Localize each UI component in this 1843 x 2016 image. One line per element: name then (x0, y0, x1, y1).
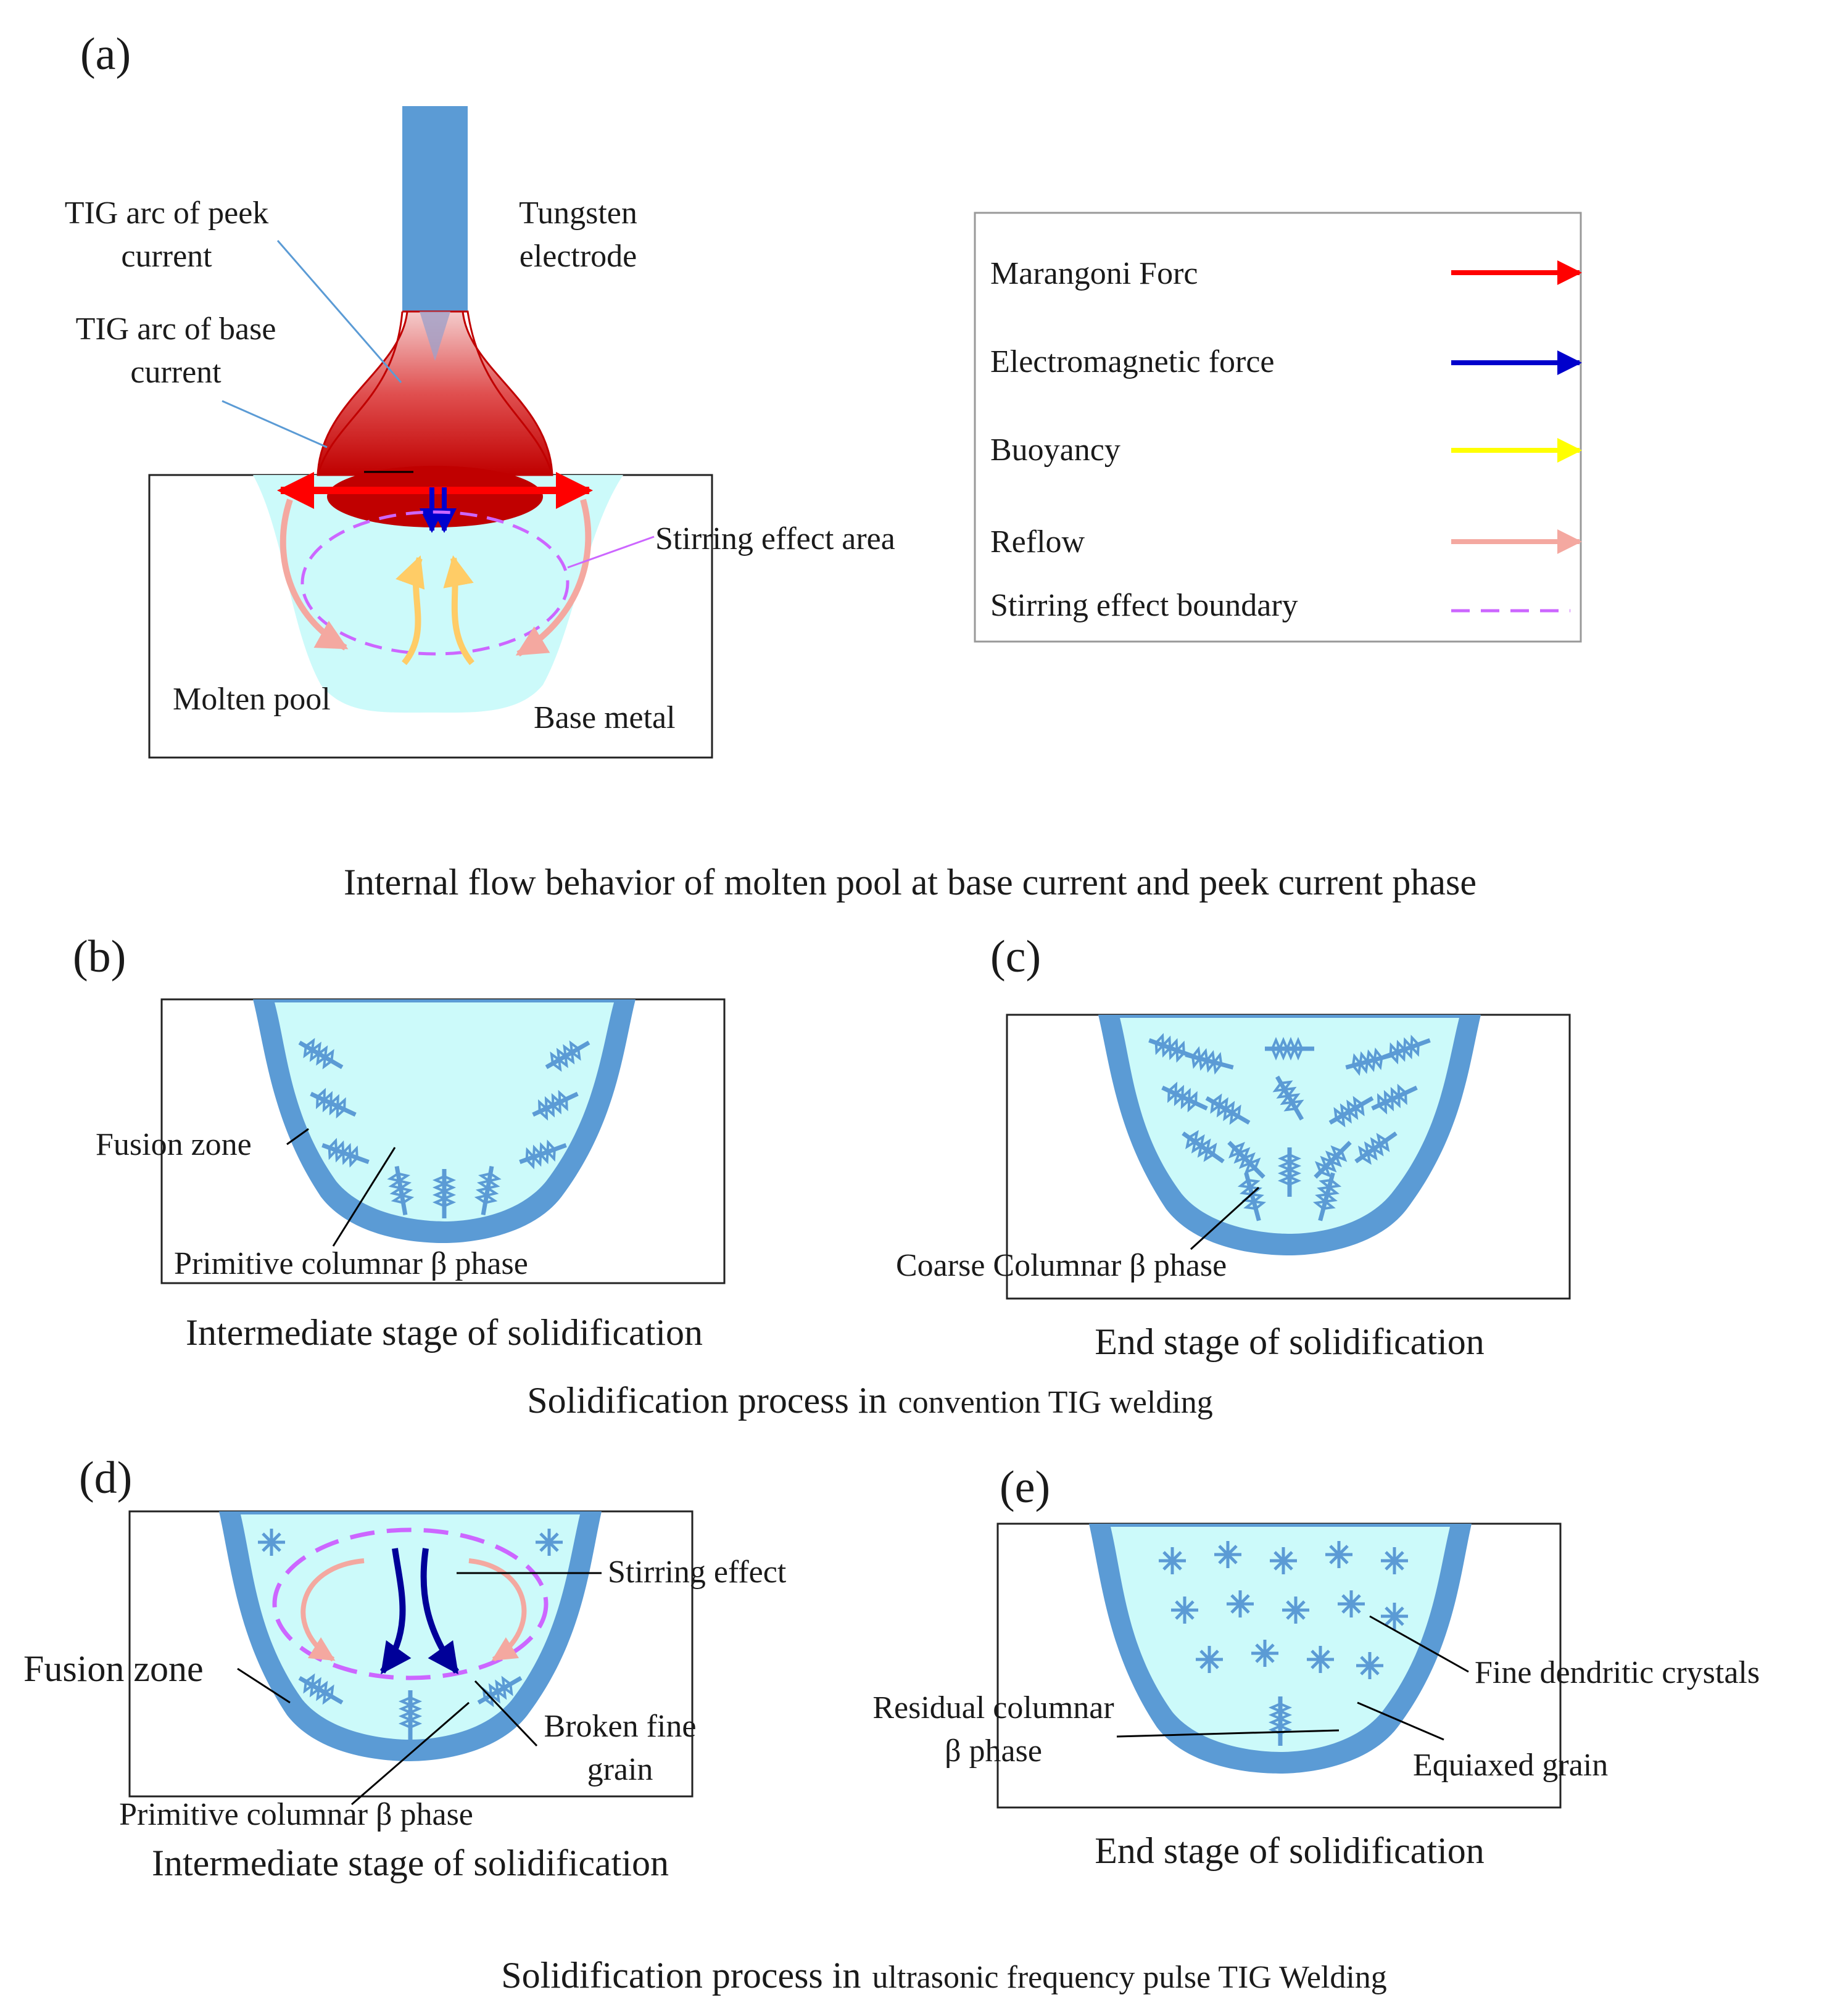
buoyancy-arrow-2 (443, 555, 474, 666)
panel-c-caption: End stage of solidification (1095, 1321, 1485, 1362)
panel-e-caption: End stage of solidification (1095, 1830, 1485, 1871)
panel-e-residual-line1: Residual columnar (872, 1690, 1114, 1725)
panel-d-label: (d) (79, 1453, 132, 1503)
panel-d-reflow-right (468, 1558, 527, 1662)
panel-d: (d) Stirring effect Fusion zone Broken f… (23, 1453, 787, 1883)
panel-c-coarse-label: Coarse Columnar β phase (896, 1248, 1227, 1283)
panel-d-caption: Intermediate stage of solidification (152, 1843, 669, 1883)
leader-c-coarse (1190, 1186, 1260, 1250)
base-metal-label: Base metal (534, 700, 676, 735)
electrode-tip (420, 312, 450, 361)
panel-e-label: (e) (1000, 1462, 1050, 1513)
ultrasonic-caption-part1: Solidification process in (501, 1955, 861, 1996)
tungsten-electrode (402, 106, 468, 312)
panel-e-equiaxed-label: Equiaxed grain (1413, 1748, 1608, 1783)
conventional-caption-part2: convention TIG welding (898, 1385, 1212, 1420)
leader-e-fine (1369, 1615, 1469, 1673)
stirring-area-label: Stirring effect area (655, 521, 895, 556)
leader-stirring (567, 535, 655, 569)
base-arc-outline-left (317, 311, 404, 476)
panel-e-fine-label: Fine dendritic crystals (1475, 1655, 1760, 1690)
buoyancy-arrow-1 (396, 555, 425, 666)
molten-pool-label: Molten pool (173, 682, 331, 717)
panel-b: (b) Fusion zone Primitive columnar β pha… (73, 932, 726, 1353)
tig-peek-line1: TIG arc of peek (65, 196, 269, 231)
panel-d-fusion-label: Fusion zone (23, 1648, 204, 1689)
legend: Marangoni Forc Electromagnetic force Buo… (974, 212, 1582, 643)
leader-d-columnar (351, 1701, 470, 1806)
legend-label-buoyancy: Buoyancy (990, 432, 1120, 468)
legend-label-electromagnetic: Electromagnetic force (990, 344, 1275, 379)
panel-d-stirring-label: Stirring effect (608, 1555, 787, 1590)
leader-e-equiaxed (1357, 1701, 1444, 1741)
legend-box (974, 212, 1582, 643)
panel-a: (a) TIG arc of peek current (65, 29, 1582, 903)
legend-label-marangoni: Marangoni Forc (990, 256, 1198, 291)
panel-a-label: (a) (80, 29, 131, 80)
stirring-boundary (300, 510, 569, 656)
panel-d-stirring-boundary (272, 1527, 549, 1680)
panel-b-label: (b) (73, 932, 126, 982)
panel-e: (e) Fine dendritic crystals Residual col… (872, 1462, 1760, 1871)
panel-d-columnar-label: Primitive columnar β phase (119, 1797, 473, 1832)
leader-e-residual (1116, 1729, 1340, 1738)
legend-label-reflow: Reflow (990, 524, 1085, 560)
panel-c-label: (c) (990, 932, 1041, 982)
tig-base-line1: TIG arc of base (76, 312, 276, 347)
leader-b-fusion (286, 1128, 309, 1146)
ultrasonic-caption: Solidification process in ultrasonic fre… (501, 1955, 1387, 1996)
leader-d-fusion (237, 1667, 291, 1704)
panel-d-flow-left (379, 1548, 412, 1675)
tig-base-line2: current (130, 355, 222, 390)
base-arc-outline (402, 310, 553, 476)
reflow-arrow-right (515, 498, 592, 657)
electrode-line2: electrode (520, 239, 637, 274)
panel-e-residual-line2: β phase (945, 1733, 1042, 1769)
arc-base-ellipse (327, 466, 543, 527)
legend-label-stirring: Stirring effect boundary (990, 588, 1298, 623)
leader-b-columnar (332, 1147, 396, 1247)
panel-d-reflow-left (300, 1558, 365, 1662)
conventional-caption: Solidification process in convention TIG… (527, 1380, 1213, 1421)
panel-d-flow-right (420, 1548, 460, 1675)
panel-b-columnar-label: Primitive columnar β phase (174, 1246, 528, 1281)
panel-b-fusion-label: Fusion zone (96, 1127, 252, 1162)
panel-b-caption: Intermediate stage of solidification (186, 1312, 703, 1353)
conventional-caption-part1: Solidification process in (527, 1380, 887, 1421)
panel-e-pool (1111, 1527, 1450, 1752)
ultrasonic-caption-part2: ultrasonic frequency pulse TIG Welding (872, 1960, 1386, 1995)
leader-peek (276, 240, 402, 383)
electrode-line1: Tungsten (519, 196, 637, 231)
leader-d-broken (474, 1680, 538, 1747)
reflow-arrow-left (280, 498, 349, 651)
panel-a-caption: Internal flow behavior of molten pool at… (344, 862, 1476, 903)
panel-b-pool (275, 1002, 614, 1221)
panel-c-pool (1120, 1018, 1459, 1234)
panel-d-broken-line2: grain (587, 1752, 653, 1787)
leader-base (222, 400, 328, 448)
panel-c: (c) Coarse Columnar β phase End stage of… (896, 932, 1571, 1362)
panel-d-broken-line1: Broken fine (544, 1709, 697, 1744)
tig-peek-line2: current (121, 239, 212, 274)
